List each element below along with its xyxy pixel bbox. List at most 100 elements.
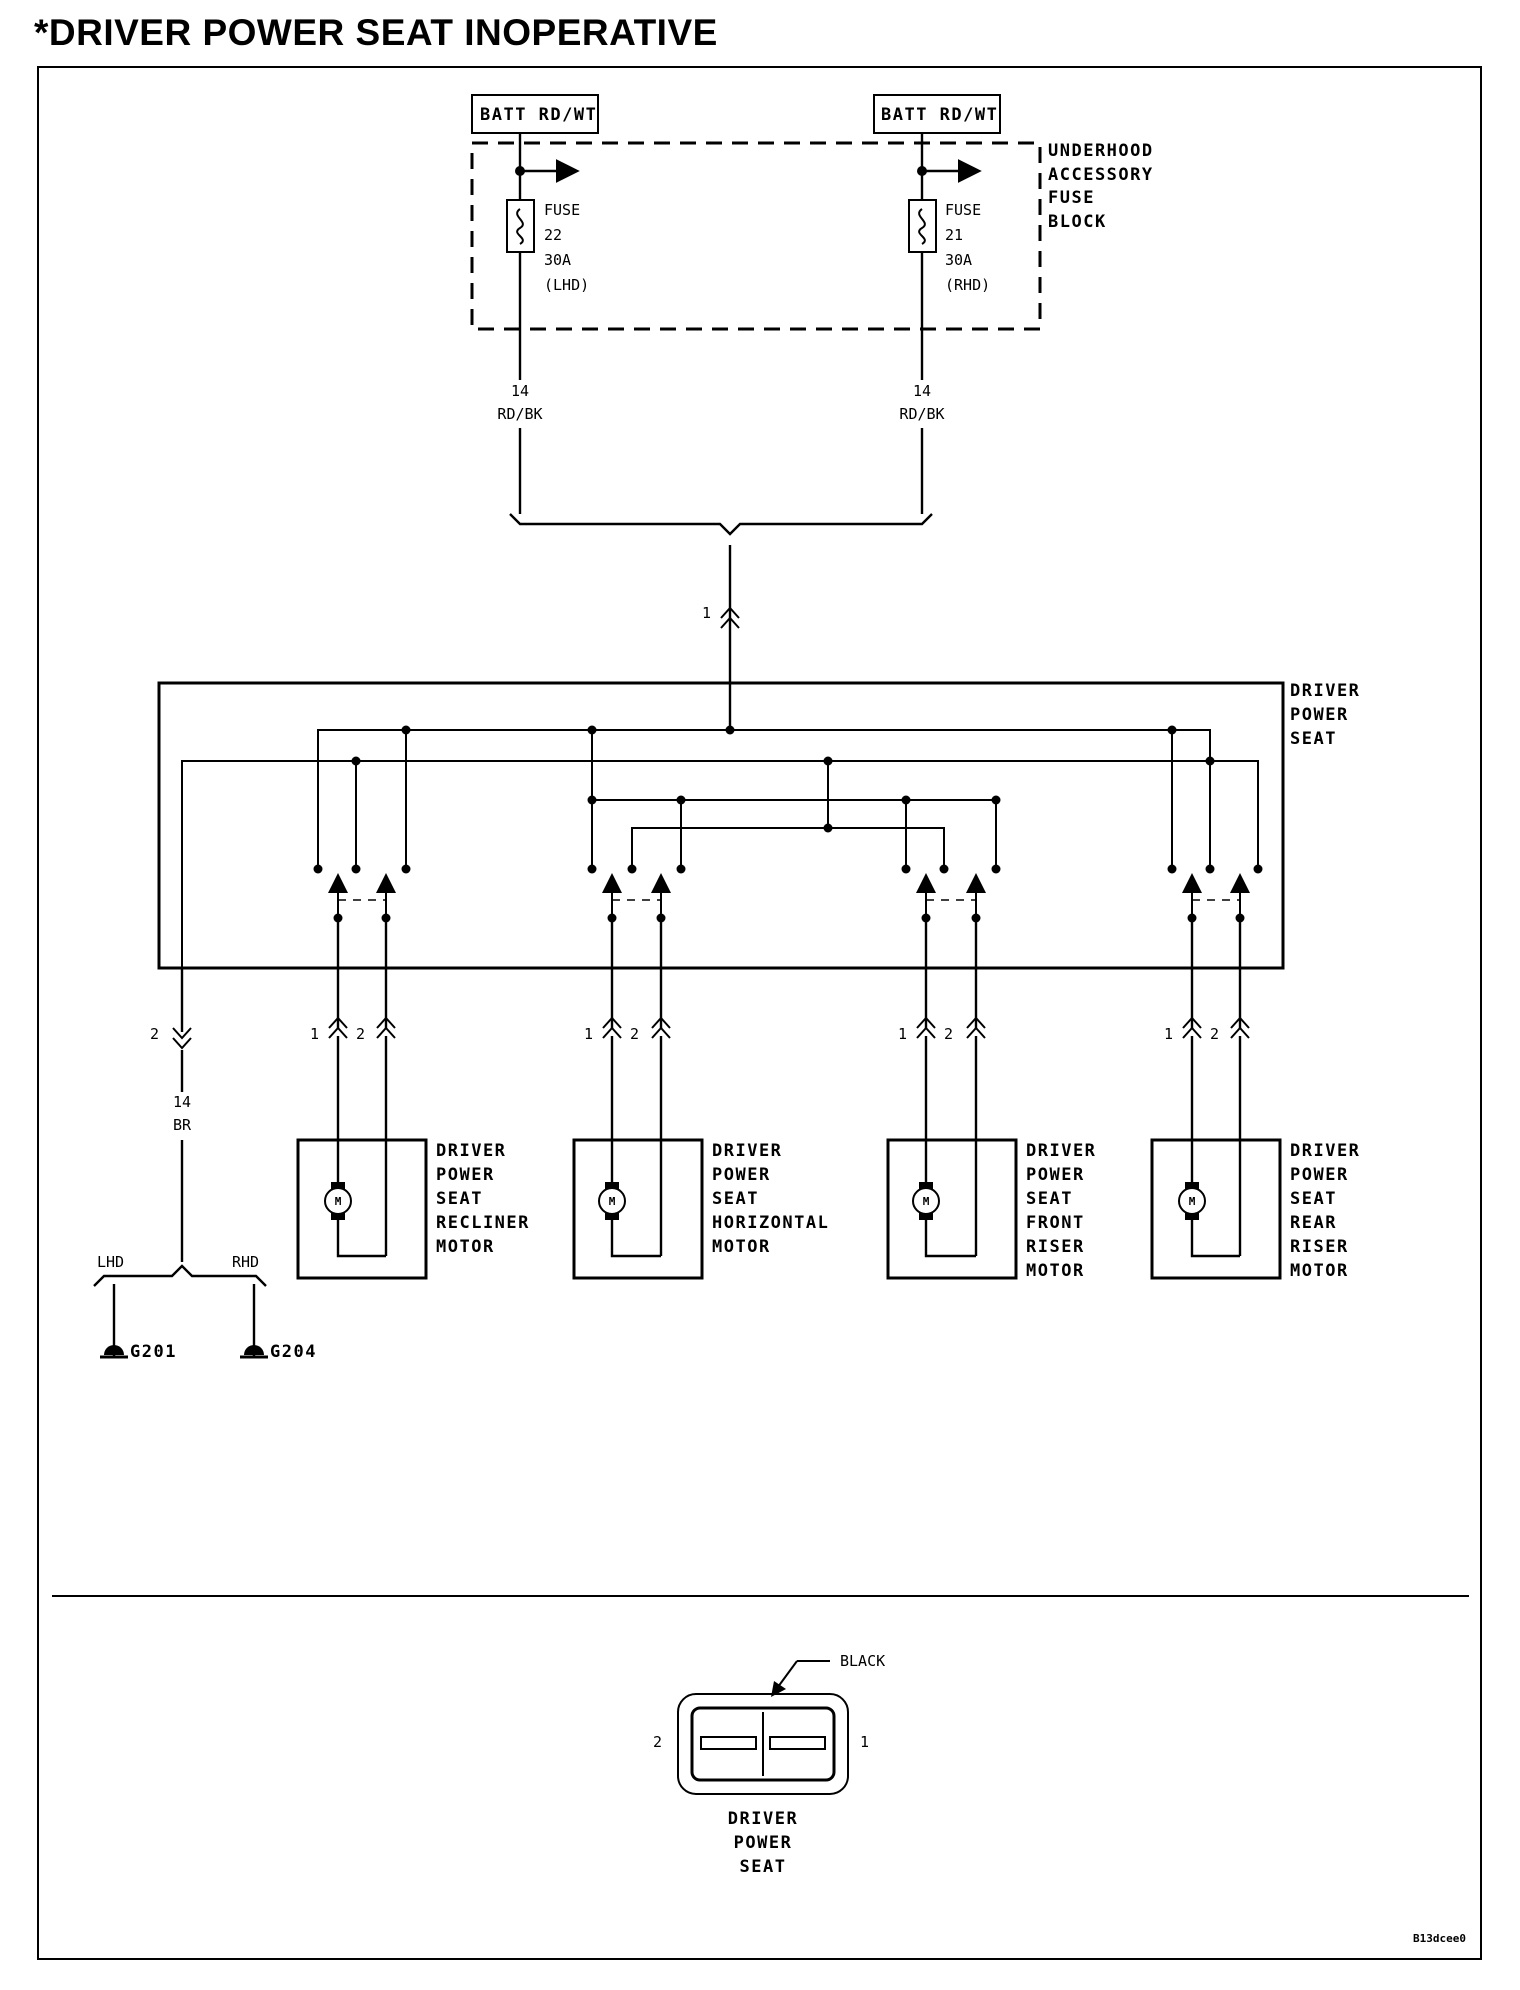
switch-ground-pin: 2 xyxy=(150,1025,159,1043)
motor-front-riser: 1 2 M DRIVER POWER SEAT FRONT RISER MOTO… xyxy=(886,918,1096,1281)
motor-front-riser-label-6: MOTOR xyxy=(1026,1261,1085,1281)
motor-recliner-icon xyxy=(324,1187,352,1215)
connector-label-3: SEAT xyxy=(740,1857,787,1877)
fuse-block-label-line-4: BLOCK xyxy=(1048,212,1107,232)
connector-color: BLACK xyxy=(840,1652,885,1670)
motor-front-riser-icon xyxy=(912,1187,940,1215)
motor-rear-riser-label-4: REAR xyxy=(1290,1213,1337,1233)
connector-switch-pin-1 xyxy=(720,606,740,629)
fuse-block: UNDERHOOD ACCESSORY FUSE BLOCK BATT RD/W… xyxy=(470,94,1154,380)
motor-horizontal-label-2: POWER xyxy=(712,1165,771,1185)
motor-front-riser-pin-a: 1 xyxy=(898,1025,907,1043)
motor-recliner-pin-b: 2 xyxy=(356,1025,365,1043)
batt-box-right xyxy=(873,94,1001,134)
connector-switch-pin-2 xyxy=(172,1027,192,1050)
motor-horizontal: 1 2 M DRIVER POWER SEAT HORIZONTAL MOTOR xyxy=(572,918,829,1280)
wire-right-gauge: 14 xyxy=(913,382,931,400)
wire-left-gauge: 14 xyxy=(511,382,529,400)
fuse-block-label-line-2: ACCESSORY xyxy=(1048,165,1154,185)
ground-option-lhd: LHD xyxy=(97,1253,124,1271)
switch-label-line-1: DRIVER xyxy=(1290,681,1360,701)
ground-option-rhd: RHD xyxy=(232,1253,259,1271)
fuse-left-line-1: FUSE xyxy=(544,201,580,219)
fuse-right-line-3: 30A xyxy=(945,251,972,269)
motor-rear-riser-label-1: DRIVER xyxy=(1290,1141,1360,1161)
motor-rear-riser-label-5: RISER xyxy=(1290,1237,1349,1257)
motor-front-riser-symbol: M xyxy=(923,1195,930,1208)
motor-horizontal-label-3: SEAT xyxy=(712,1189,759,1209)
fuse-block-label-line-3: FUSE xyxy=(1048,188,1095,208)
motor-front-riser-label-4: FRONT xyxy=(1026,1213,1085,1233)
ground-g201-icon xyxy=(100,1345,128,1359)
figure-id: B13dcee0 xyxy=(1413,1932,1466,1945)
fuse-block-label-line-1: UNDERHOOD xyxy=(1048,141,1154,161)
power-seat-switch: DRIVER POWER SEAT xyxy=(157,681,1360,1030)
connector-cavity-2 xyxy=(700,1736,757,1750)
fuse-right-line-1: FUSE xyxy=(945,201,981,219)
motor-horizontal-pin-a: 1 xyxy=(584,1025,593,1043)
motor-horizontal-label-4: HORIZONTAL xyxy=(712,1213,829,1233)
switch-label-line-3: SEAT xyxy=(1290,729,1337,749)
motor-front-riser-label-1: DRIVER xyxy=(1026,1141,1096,1161)
option-brace-top xyxy=(509,513,933,536)
fuse-right-line-2: 21 xyxy=(945,226,963,244)
motor-rear-riser-symbol: M xyxy=(1189,1195,1196,1208)
switch-contacts-horizontal xyxy=(587,864,686,923)
motor-horizontal-pin-b: 2 xyxy=(630,1025,639,1043)
motor-front-riser-label-3: SEAT xyxy=(1026,1189,1073,1209)
power-seat-switch-body xyxy=(157,681,1285,970)
motor-recliner-label-1: DRIVER xyxy=(436,1141,506,1161)
fuse-right-line-4: (RHD) xyxy=(945,276,990,294)
motor-recliner-label-4: RECLINER xyxy=(436,1213,530,1233)
ground-g204-icon xyxy=(240,1345,268,1359)
motor-front-riser-label-5: RISER xyxy=(1026,1237,1085,1257)
batt-label-right: BATT RD/WT xyxy=(881,105,998,125)
option-brace-bottom xyxy=(93,1264,267,1287)
motor-rear-riser-icon xyxy=(1178,1187,1206,1215)
motor-rear-riser-label-2: POWER xyxy=(1290,1165,1349,1185)
motor-horizontal-housing xyxy=(572,1138,704,1280)
motor-horizontal-label-5: MOTOR xyxy=(712,1237,771,1257)
motor-recliner: 1 2 M DRIVER POWER SEAT RECLINER MOTOR xyxy=(296,918,530,1280)
wire-right-color: RD/BK xyxy=(899,405,944,423)
connector-face xyxy=(690,1706,836,1782)
switch-label-line-2: POWER xyxy=(1290,705,1349,725)
ground-wire-gauge: 14 xyxy=(173,1093,191,1111)
motor-rear-riser: 1 2 M DRIVER POWER SEAT REAR RISER MOTOR xyxy=(1150,918,1360,1281)
connector-label-2: POWER xyxy=(734,1833,793,1853)
motor-recliner-symbol: M xyxy=(335,1195,342,1208)
fuse-left-line-3: 30A xyxy=(544,251,571,269)
batt-box-left xyxy=(471,94,599,134)
motor-recliner-label-2: POWER xyxy=(436,1165,495,1185)
motor-front-riser-label-2: POWER xyxy=(1026,1165,1085,1185)
connector-pin-1: 1 xyxy=(860,1733,869,1751)
connector-cavity-1 xyxy=(769,1736,826,1750)
diagram-frame xyxy=(37,66,1482,1960)
ground-g204-label: G204 xyxy=(270,1342,317,1362)
wire-left-color: RD/BK xyxy=(497,405,542,423)
motor-recliner-housing xyxy=(296,1138,428,1280)
batt-label-left: BATT RD/WT xyxy=(480,105,597,125)
connector-pin-2: 2 xyxy=(653,1733,662,1751)
motor-recliner-pin-a: 1 xyxy=(310,1025,319,1043)
switch-feed-pin: 1 xyxy=(702,604,711,622)
motor-rear-riser-housing xyxy=(1150,1138,1282,1280)
switch-contacts-rear-riser xyxy=(1167,864,1263,923)
fuse-left-line-4: (LHD) xyxy=(544,276,589,294)
motor-rear-riser-label-3: SEAT xyxy=(1290,1189,1337,1209)
motor-horizontal-icon xyxy=(598,1187,626,1215)
connector-view: BLACK 2 1 DRIVER POWER SEAT xyxy=(653,1652,885,1877)
motor-horizontal-symbol: M xyxy=(609,1195,616,1208)
motor-recliner-label-3: SEAT xyxy=(436,1189,483,1209)
motor-rear-riser-pin-b: 2 xyxy=(1210,1025,1219,1043)
motor-horizontal-label-1: DRIVER xyxy=(712,1141,782,1161)
ground-wire-color: BR xyxy=(173,1116,192,1134)
fuse-block-boundary xyxy=(470,141,1042,331)
connector-label-1: DRIVER xyxy=(728,1809,798,1829)
motor-rear-riser-label-6: MOTOR xyxy=(1290,1261,1349,1281)
motor-rear-riser-pin-a: 1 xyxy=(1164,1025,1173,1043)
connector-shell xyxy=(677,1693,849,1795)
ground-g201-label: G201 xyxy=(130,1342,177,1362)
motor-recliner-label-5: MOTOR xyxy=(436,1237,495,1257)
